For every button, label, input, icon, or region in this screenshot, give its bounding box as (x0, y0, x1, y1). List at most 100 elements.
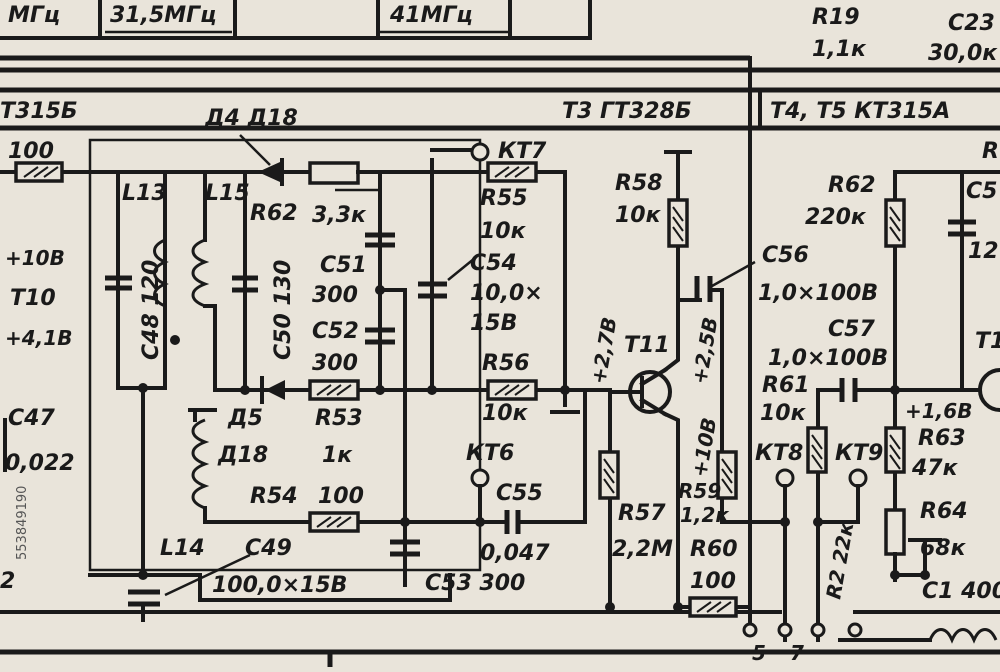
frequency-header: МГц 31,5МГц 41МГц R19 1,1к C23 30,0к (0, 0, 998, 66)
c23-value: 30,0к (928, 41, 998, 66)
c1-label: C1 400 (922, 579, 1000, 604)
c56-ref: C56 (762, 243, 809, 268)
right-section: КТ8 R61 10к КТ9 R2 22к C57 1,0×100В R62 … (755, 139, 1000, 644)
r62-ref: R62 (828, 173, 876, 198)
voltage-plus10: +10В (5, 246, 65, 270)
r54-c53: R54 100 C53 300 (250, 484, 525, 596)
c47-ref: C47 (8, 406, 55, 431)
r-right-label: R (982, 139, 999, 164)
l15-label: L15 (205, 181, 250, 206)
transistor-type-t3: Т3 ГТ328Б (562, 99, 692, 124)
pin-5: 5 (752, 641, 766, 665)
test-point-kt6 (470, 468, 490, 488)
r63-ref: R63 (918, 426, 966, 451)
t11-label: Т11 (624, 333, 670, 358)
c55-value: 0,047 (480, 541, 550, 566)
test-point-kt8 (775, 468, 795, 488)
l15-transformer: L15 (188, 170, 482, 524)
d4-diode: Д4 Д18 (204, 106, 312, 186)
c49-value: 100,0×15В (212, 573, 347, 598)
voltage-16: +1,6В (905, 399, 972, 423)
c53-label: C53 300 (425, 571, 525, 596)
c57-value: 1,0×100В (768, 346, 888, 371)
transistor-t10: Т10 (10, 286, 56, 311)
r55-ref: R55 (480, 186, 528, 211)
r56-ref: R56 (482, 351, 530, 376)
freq-box-2: 31,5МГц (110, 3, 217, 28)
r55: R55 10к (430, 161, 580, 414)
r56-value: 10к (482, 401, 529, 426)
r58-ref: R58 (615, 171, 663, 196)
kt6-c55: КТ6 C55 0,047 (466, 388, 612, 566)
r64-ref: R64 (920, 499, 968, 524)
c5x-ref: C5 (966, 179, 997, 204)
resistor-100-top (14, 161, 64, 183)
stage-frame (88, 138, 482, 572)
r54-value: 100 (318, 484, 364, 509)
c52-value: 300 (312, 351, 358, 376)
c54-ref: C54 (470, 251, 517, 276)
c5x-value: 12 (968, 239, 999, 264)
watermark-text: 553849190 (15, 486, 30, 560)
l13-c48-tank: L13 C48 120 (105, 170, 180, 577)
r59-ref: R59 (678, 479, 721, 503)
kt9-label: КТ9 (835, 441, 883, 466)
d5-value: Д18 (217, 443, 268, 468)
r62a-label: R62 (250, 201, 298, 226)
r62-value: 220к (805, 205, 867, 230)
r19-value: 1,1к (812, 37, 867, 62)
c47-value: 0,022 (5, 451, 75, 476)
r53-value: 1к (322, 443, 353, 468)
r60-value: 100 (690, 569, 736, 594)
c51-value: 300 (312, 283, 358, 308)
freq-box-3: 41МГц (389, 3, 473, 28)
transistor-type-t4t5: Т4, Т5 КТ315А (770, 99, 950, 124)
r61-value: 10к (760, 401, 807, 426)
transistor-t1x (978, 368, 1000, 412)
d4-label: Д4 Д18 (204, 106, 298, 131)
l13-label: L13 (122, 181, 167, 206)
node-2: 2 (0, 569, 15, 594)
r60-ref: R60 (690, 537, 738, 562)
c23-ref: C23 (948, 11, 995, 36)
r62-c50: R62 C50 130 (232, 170, 298, 392)
c56-value: 1,0×100В (758, 281, 878, 306)
c54-value-1: 10,0× (470, 281, 543, 306)
pin-7: 7 (790, 641, 804, 665)
r58-value: 10к (615, 203, 662, 228)
label-100-top: 100 (8, 139, 54, 164)
test-point-kt9 (848, 468, 868, 488)
bus-lines (0, 55, 1000, 667)
c51-ref: C51 (320, 253, 367, 278)
r-3k3-label: 3,3к (312, 203, 367, 228)
c48-label: C48 120 (139, 260, 164, 360)
c51-c52: C51 300 C52 300 (312, 170, 407, 552)
c57-ref: C57 (828, 317, 875, 342)
r55-value: 10к (480, 219, 527, 244)
t1x-label: Т1 (975, 329, 1000, 354)
voltage-plus41: +4,1В (5, 326, 72, 350)
d5-ref: Д5 (227, 406, 263, 431)
test-point-kt7 (470, 142, 490, 162)
r57-ref: R57 (618, 501, 666, 526)
c54: КТ7 C54 10,0× 15В (418, 139, 547, 392)
c55-ref: C55 (496, 481, 543, 506)
r-3k3: 3,3к (308, 161, 434, 228)
c50-label: C50 130 (271, 260, 296, 360)
r63-value: 47к (911, 456, 959, 481)
d5-r53-r56-line: Д5 Д18 R53 1к R56 10к (213, 351, 602, 468)
c52-ref: C52 (312, 319, 359, 344)
l14-c49: L14 C49 100,0×15В (88, 536, 452, 622)
r19-ref: R19 (812, 5, 860, 30)
r54-ref: R54 (250, 484, 298, 509)
left-section: 100 +10В Т10 +4,1В C47 0,022 2 (0, 139, 92, 594)
c49-ref: C49 (245, 536, 292, 561)
kt6-label: КТ6 (466, 441, 514, 466)
r53-ref: R53 (315, 406, 363, 431)
transistor-type-left: Т315Б (0, 99, 78, 124)
l14-label: L14 (160, 536, 205, 561)
kt8-label: КТ8 (755, 441, 803, 466)
freq-box-1: МГц (8, 3, 60, 28)
